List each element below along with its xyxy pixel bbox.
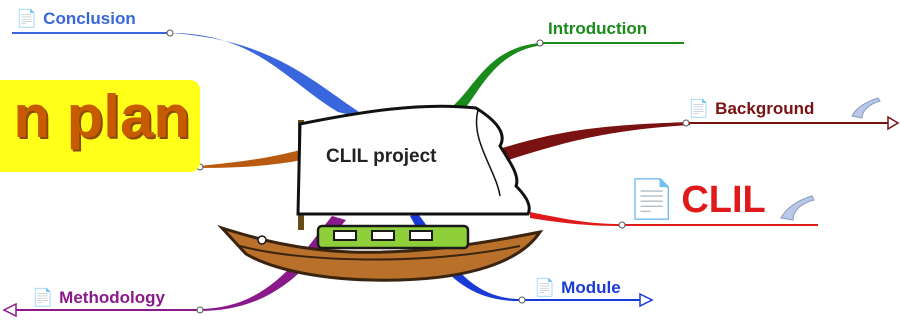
topic-module-label: Module: [561, 278, 621, 297]
note-icon[interactable]: 📄: [32, 288, 54, 307]
methodology-node[interactable]: [196, 306, 204, 314]
sail-fold: [475, 109, 501, 197]
introduction-branch: [448, 43, 544, 112]
module-arrow-icon[interactable]: [639, 292, 654, 308]
clil-branch: [530, 212, 622, 226]
hull-stripe: [239, 245, 521, 261]
introduction-node[interactable]: [536, 39, 544, 47]
note-icon[interactable]: 📄: [628, 179, 676, 221]
comment-icon[interactable]: [776, 194, 816, 222]
boat-icon[interactable]: [217, 104, 544, 282]
methodology-arrow-icon[interactable]: [2, 302, 17, 318]
topic-background[interactable]: 📄 Background: [688, 99, 814, 119]
topic-methodology-label: Methodology: [59, 288, 165, 307]
topic-methodology[interactable]: 📄 Methodology: [32, 288, 165, 308]
conclusion-node[interactable]: [166, 29, 174, 37]
plan-branch: [200, 150, 302, 168]
background-arrow-icon[interactable]: [887, 115, 900, 131]
comment-icon[interactable]: [848, 96, 882, 120]
note-icon[interactable]: 📄: [534, 278, 556, 297]
topic-conclusion-label: Conclusion: [43, 9, 136, 28]
boat-hull: [217, 224, 544, 282]
plan-label: n plan: [13, 83, 190, 150]
note-icon[interactable]: 📄: [688, 99, 710, 118]
topic-conclusion[interactable]: 📄 Conclusion: [16, 9, 136, 29]
topic-module[interactable]: 📄 Module: [534, 278, 621, 298]
cabin-window: [371, 230, 395, 241]
module-branch: [410, 214, 522, 302]
note-icon[interactable]: 📄: [16, 9, 38, 28]
background-branch: [496, 122, 690, 162]
module-node[interactable]: [518, 296, 526, 304]
central-topic-label[interactable]: CLIL project: [326, 146, 437, 167]
topic-introduction[interactable]: Introduction: [548, 19, 647, 39]
conclusion-branch: [12, 33, 372, 120]
topic-clil[interactable]: 📄CLIL: [628, 178, 766, 222]
plan-box[interactable]: n plan: [0, 80, 200, 172]
background-node[interactable]: [682, 119, 690, 127]
topic-clil-label: CLIL: [681, 179, 766, 221]
topic-background-label: Background: [715, 99, 815, 118]
porthole: [257, 235, 267, 245]
boat-sail: [296, 104, 531, 216]
topic-introduction-label: Introduction: [548, 19, 648, 38]
cabin-window: [333, 230, 357, 241]
cabin-window: [409, 230, 433, 241]
clil-node[interactable]: [618, 221, 626, 229]
